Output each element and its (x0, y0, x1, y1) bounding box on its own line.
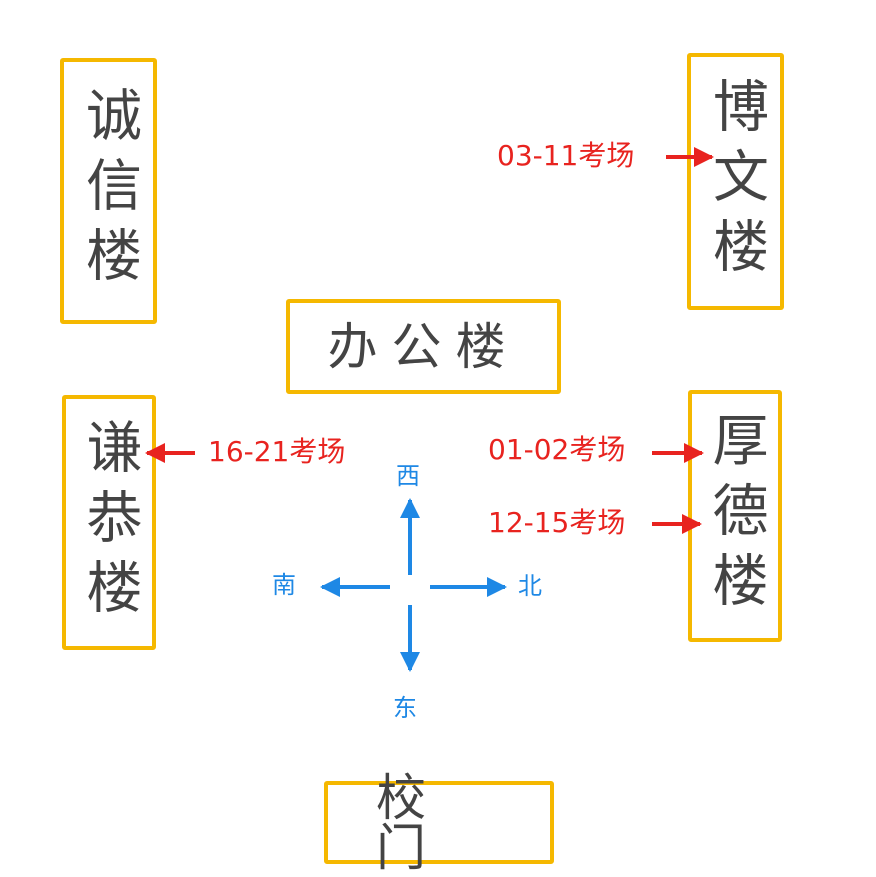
building-qiangong: 谦恭楼 (62, 395, 156, 650)
compass-label-right: 北 (518, 572, 542, 600)
exam-label-houde-a: 01-02考场 (488, 433, 626, 466)
exam-label-qiangong: 16-21考场 (208, 435, 346, 468)
building-chengxin: 诚信楼 (60, 58, 157, 324)
building-chengxin-label: 诚信楼 (76, 86, 142, 296)
building-bowen: 博文楼 (687, 53, 784, 310)
compass-label-left: 南 (272, 571, 296, 599)
building-qiangong-label: 谦恭楼 (77, 417, 142, 628)
compass-label-up: 西 (396, 462, 420, 490)
building-bangong-label: 办公楼 (327, 317, 520, 376)
building-bangong: 办公楼 (286, 299, 561, 394)
building-xiaomen: 校门 (324, 773, 554, 873)
building-houde-label: 厚德楼 (703, 411, 768, 621)
exam-label-bowen: 03-11考场 (497, 139, 635, 172)
building-xiaomen-label: 校门 (376, 768, 474, 877)
building-bowen-label: 博文楼 (703, 76, 769, 287)
exam-label-houde-b: 12-15考场 (488, 506, 626, 539)
compass-label-down: 东 (393, 694, 417, 722)
